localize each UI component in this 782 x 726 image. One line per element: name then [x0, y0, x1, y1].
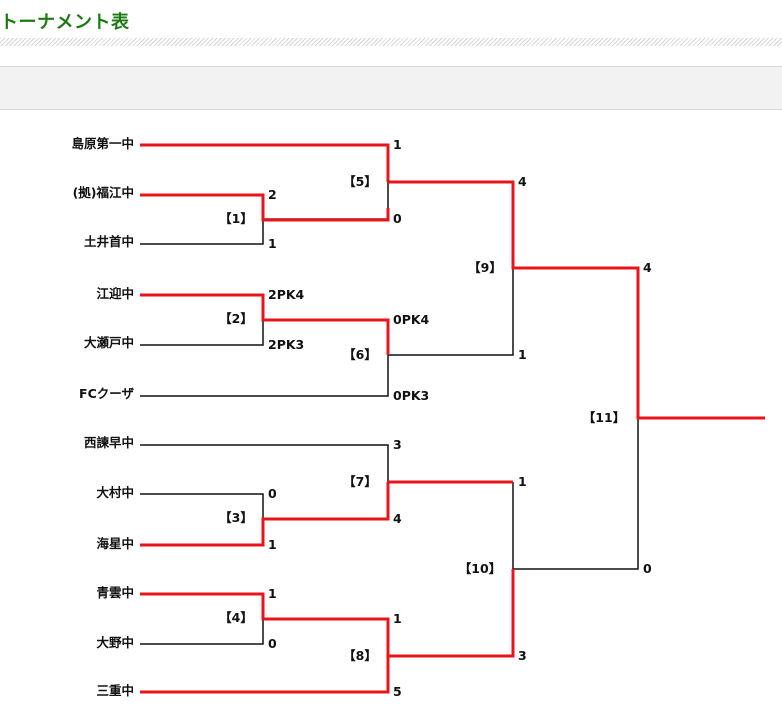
team-name: 三重中: [96, 683, 134, 698]
match-score: 4: [393, 511, 402, 526]
team-name: 青雲中: [96, 585, 134, 600]
match-score: 0: [643, 561, 652, 576]
page-title: トーナメント表: [0, 12, 130, 33]
match-label: 【9】: [468, 260, 502, 275]
match-score: 1: [268, 586, 277, 601]
match-score: 1: [393, 137, 402, 152]
match-score: 2PK4: [268, 287, 305, 302]
team-name: 大野中: [96, 635, 134, 650]
match-score: 1: [518, 474, 527, 489]
bracket-lines-red: [140, 143, 765, 694]
match-score: 3: [518, 648, 527, 663]
match-label: 【5】: [343, 174, 377, 189]
team-name: FCクーザ: [79, 386, 134, 401]
match-label: 【10】: [459, 561, 501, 576]
team-name: 土井首中: [84, 234, 134, 249]
match-score: 3: [393, 437, 402, 452]
match-score: 0PK3: [393, 388, 429, 403]
match-score: 4: [518, 174, 527, 189]
team-name: 大村中: [96, 485, 134, 500]
match-score: 4: [643, 260, 652, 275]
match-score: 1: [393, 611, 402, 626]
match-score: 0PK4: [393, 312, 430, 327]
match-label: 【1】: [219, 211, 253, 226]
match-label: 【6】: [343, 347, 377, 362]
match-label: 【8】: [343, 648, 377, 663]
bracket-lines-black: [140, 182, 639, 645]
match-score: 2: [268, 187, 277, 202]
match-score: 1: [268, 236, 277, 251]
match-score: 1: [268, 537, 277, 552]
match-label: 【11】: [583, 410, 625, 425]
team-name: (拠)福江中: [73, 185, 134, 200]
match-score: 0: [268, 636, 277, 651]
team-name: 海星中: [96, 536, 134, 551]
team-name: 西諫早中: [84, 435, 134, 450]
match-score: 2PK3: [268, 337, 304, 352]
team-name: 大瀬戸中: [84, 335, 134, 350]
title-divider: [0, 38, 782, 46]
match-score: 0: [393, 211, 402, 226]
match-score: 1: [518, 347, 527, 362]
team-name: 島原第一中: [71, 136, 134, 151]
match-label: 【2】: [219, 311, 253, 326]
team-name: 江迎中: [96, 286, 134, 301]
match-score: 5: [393, 684, 402, 699]
match-label: 【3】: [219, 510, 253, 525]
match-label: 【7】: [343, 474, 377, 489]
match-score: 0: [268, 486, 277, 501]
match-label: 【4】: [219, 610, 253, 625]
header-bar: [0, 66, 782, 110]
